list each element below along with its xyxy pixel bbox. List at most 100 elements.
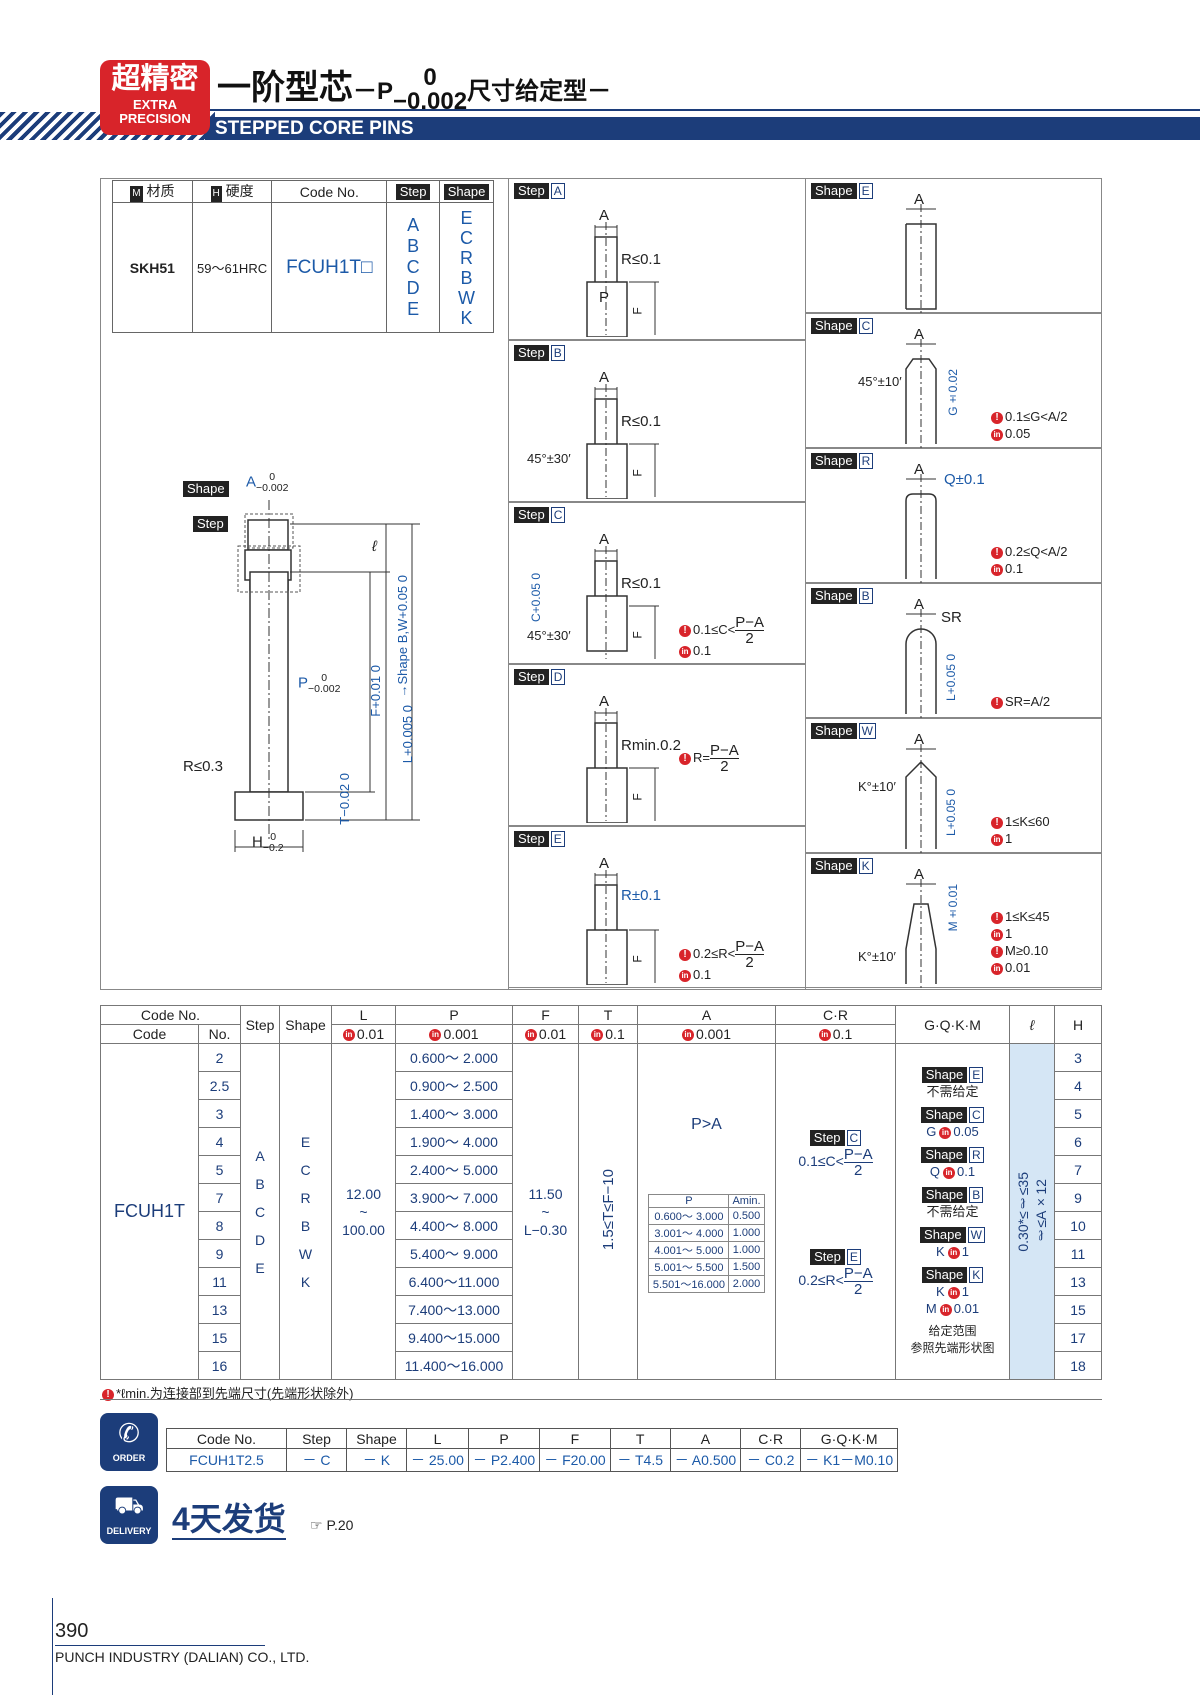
cell-p: 2.400～ 5.000 bbox=[395, 1155, 513, 1184]
step-pin-drawing bbox=[586, 870, 659, 985]
truck-icon: ⛟ bbox=[113, 1492, 145, 1519]
cell-no: 4 bbox=[198, 1127, 241, 1156]
drawing-shape-label: Shape bbox=[183, 481, 229, 497]
step-code: D bbox=[550, 669, 566, 685]
drawing-a-top: 0 bbox=[269, 471, 276, 483]
main-footnote-text: *ℓmin.为连接部到先端尺寸(先端形状除外) bbox=[116, 1386, 354, 1401]
header-band bbox=[205, 117, 1200, 140]
cell-no: 3 bbox=[198, 1099, 241, 1128]
main-table: Code No. Step Shape L P F T A C·R G·Q·K·… bbox=[100, 1005, 1102, 1380]
cell-p: 0.600～ 2.000 bbox=[395, 1043, 513, 1072]
gqkm-foot-1: 给定范围 bbox=[928, 1324, 977, 1338]
cell-a-rule: P>A bbox=[691, 1116, 722, 1133]
amin-p: 0.600～ 3.000 bbox=[648, 1207, 730, 1225]
shape-code: B bbox=[858, 588, 873, 604]
cell-shape-item: W bbox=[298, 1245, 313, 1262]
cell-no: 2 bbox=[198, 1043, 241, 1072]
step-dim-c: C+0.05 0 bbox=[529, 573, 543, 623]
cell-l-l_tilde: ~ bbox=[359, 1203, 368, 1220]
th-code: Code bbox=[100, 1024, 199, 1044]
th-shape: Shape bbox=[279, 1005, 332, 1044]
shape-pin-drawing bbox=[905, 744, 937, 853]
amin-p: 5.501～16.000 bbox=[648, 1275, 730, 1293]
amin-p: 5.001～ 5.500 bbox=[648, 1258, 730, 1276]
shape-note2-text: 1 bbox=[1005, 831, 1013, 846]
shape-code: R bbox=[858, 453, 874, 469]
step-dim-a: A bbox=[599, 855, 610, 872]
th-gqkm: G·Q·K·M bbox=[895, 1005, 1010, 1044]
frac-top: P−A bbox=[843, 1264, 873, 1282]
shape-note1-text: SR=A/2 bbox=[1005, 694, 1051, 709]
cell-step-item: C bbox=[254, 1203, 266, 1220]
drawing-l-dim: L+0.005 0 bbox=[400, 705, 415, 764]
spec-step-b: B bbox=[407, 236, 420, 256]
drawing-shape-callout: Shape bbox=[183, 480, 229, 498]
frac-top: P−A bbox=[709, 742, 739, 759]
frac-bottom: 2 bbox=[854, 1280, 863, 1298]
title-tolerance: 0−0.002 bbox=[393, 66, 467, 114]
gqkm-shape-code: E bbox=[969, 1067, 984, 1083]
drawing-a-bottom: −0.002 bbox=[256, 481, 289, 494]
spec-step-c: C bbox=[406, 257, 420, 277]
shape-note1-text: 1≤K≤45 bbox=[1005, 909, 1050, 924]
step-label: Step bbox=[514, 669, 549, 685]
cell-p: 1.400～ 3.000 bbox=[395, 1099, 513, 1128]
cell-f-f_tilde: ~ bbox=[541, 1203, 550, 1220]
delivery-page-ref[interactable]: ☞ P.20 bbox=[310, 1517, 354, 1533]
frac-bottom: 2 bbox=[720, 758, 729, 775]
order-value-cell: － T4.5 bbox=[609, 1448, 671, 1472]
frac-bottom: 2 bbox=[745, 954, 754, 971]
cr-step-c-rule-text: 0.1≤C< bbox=[798, 1152, 844, 1169]
cell-t-text: 1.5≤T≤F−10 bbox=[599, 1169, 617, 1251]
step-dim-angle: 45°±30′ bbox=[527, 628, 571, 643]
order-head-cell: G·Q·K·M bbox=[800, 1428, 899, 1449]
spec-head-material-text: 材质 bbox=[146, 183, 175, 199]
delivery-icon: ⛟ DELIVERY bbox=[100, 1486, 158, 1544]
shape-code: W bbox=[858, 723, 876, 739]
cell-f-f_bot: L−0.30 bbox=[523, 1221, 568, 1238]
spec-head-material: M 材质 bbox=[112, 180, 193, 203]
amin-a: 0.500 bbox=[728, 1207, 765, 1225]
order-head-cell: Code No. bbox=[166, 1428, 287, 1449]
shape-code: E bbox=[858, 183, 873, 199]
cell-l-l_bot: 100.00 bbox=[342, 1221, 385, 1238]
th-l: L bbox=[331, 1005, 396, 1025]
th-ell: ℓ bbox=[1009, 1005, 1055, 1044]
shape-dim-g: G±0.02 bbox=[946, 369, 960, 416]
order-value-cell: － A0.500 bbox=[669, 1448, 742, 1472]
step-dim-f: F bbox=[630, 793, 645, 801]
order-value-cell: － C bbox=[286, 1448, 347, 1472]
step-dim-r: Rmin.0.2 bbox=[621, 737, 682, 754]
title-tail: 尺寸给定型－ bbox=[467, 78, 612, 105]
step-note-1-text: 0.2≤R< bbox=[693, 945, 736, 961]
shape-dim-m: M±0.01 bbox=[946, 884, 960, 932]
amin-a: 1.000 bbox=[728, 1224, 765, 1242]
step-dim-p: P bbox=[599, 289, 610, 306]
shape-label: Shape bbox=[811, 858, 857, 874]
cr-step-e-rule-text: 0.2≤R< bbox=[798, 1271, 844, 1288]
amin-p: 3.001～ 4.000 bbox=[648, 1224, 730, 1242]
cell-h: 6 bbox=[1054, 1127, 1102, 1156]
step-note-2-text: 0.1 bbox=[693, 643, 712, 658]
